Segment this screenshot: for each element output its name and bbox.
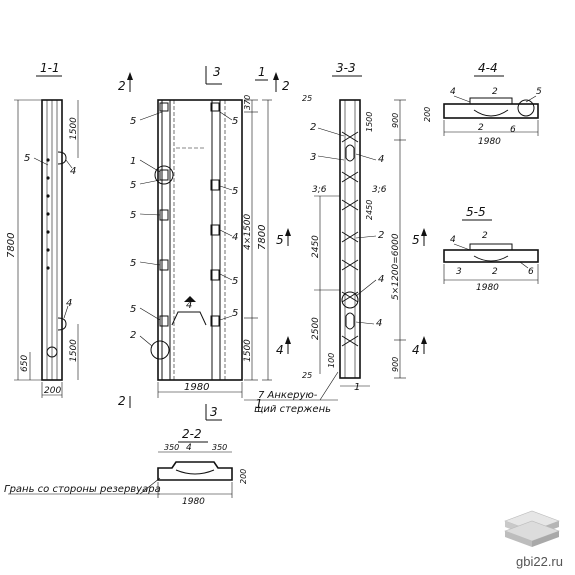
- dim-1980-s44: 1980: [478, 137, 501, 147]
- callout-2-s33-mid: 2: [378, 230, 384, 241]
- cut-mark-2-bottom: 2: [118, 394, 126, 408]
- cut-mark-4-right: 4: [412, 343, 420, 357]
- section-4-4-title: 4-4: [478, 61, 498, 75]
- anchor-note-line2: щий стержень: [254, 404, 331, 415]
- dim-1500-bottom: 1500: [69, 339, 79, 362]
- callout-4-s11-bottom: 4: [66, 298, 72, 309]
- cut-mark-2-top: 2: [118, 79, 126, 93]
- callout-3-s33: 3: [310, 152, 316, 163]
- callout-6-s55: 6: [528, 267, 534, 277]
- callout-2-s44-bottom: 2: [478, 123, 484, 133]
- callout-5-elev-r2: 5: [232, 186, 238, 197]
- cut-mark-3-bottom: 3: [210, 405, 218, 419]
- callout-5-elev-1: 5: [130, 116, 136, 127]
- dim-1980-elev: 1980: [184, 382, 209, 393]
- section-2-2-title: 2-2: [182, 427, 202, 441]
- cut-mark-4-left: 4: [276, 343, 284, 357]
- callout-4-s22: 4: [186, 443, 192, 453]
- callout-36-left: 3;6: [312, 185, 327, 195]
- callout-5-elev-r3: 5: [232, 276, 238, 287]
- callout-4-s44: 4: [450, 87, 456, 97]
- section-1-1: 1-1 7800 650 1500 1500: [6, 61, 79, 398]
- dim-25-top: 25: [302, 94, 312, 103]
- callout-2-s44-top: 2: [492, 87, 498, 97]
- dim-200-s22: 200: [239, 469, 248, 484]
- callout-6-s44: 6: [510, 125, 516, 135]
- callout-4-s11-top: 4: [70, 166, 76, 177]
- dim-1500-elev: 1500: [243, 339, 253, 362]
- main-elevation: 2 3 1 2: [118, 65, 339, 421]
- cut-mark-2-top-right: 2: [282, 79, 290, 93]
- callout-2-s33: 2: [310, 122, 316, 133]
- dim-100: 100: [327, 353, 336, 368]
- callout-1-s33: 1: [354, 382, 360, 393]
- dim-7800-elev: 7800: [257, 225, 268, 250]
- dim-1980-s55: 1980: [476, 283, 499, 293]
- callout-5-elev-4: 5: [130, 258, 136, 269]
- callout-2-s55-top: 2: [482, 231, 488, 241]
- callout-5-s44: 5: [536, 87, 542, 97]
- callout-4-s33-mid: 4: [378, 274, 384, 285]
- callout-5-elev-2: 5: [130, 180, 136, 191]
- dim-1980-s22: 1980: [182, 497, 205, 507]
- callout-5-elev-5: 5: [130, 304, 136, 315]
- dim-370: 370: [243, 95, 252, 110]
- callout-3-s55: 3: [456, 267, 462, 277]
- dim-200-bottom: 200: [44, 386, 61, 396]
- cut-mark-3-top: 3: [213, 65, 221, 79]
- dim-4x1500: 4×1500: [243, 214, 253, 250]
- callout-1-elev: 1: [130, 156, 136, 167]
- callout-4-elev-r: 4: [232, 232, 238, 243]
- section-2-2: 2-2 350 350 4 1980 200 Грань со стороны …: [4, 427, 248, 507]
- callout-5-elev-r4: 5: [232, 308, 238, 319]
- dim-5x1200: 5×1200=6000: [391, 233, 401, 300]
- section-1-1-title: 1-1: [40, 61, 60, 75]
- dim-2450-right: 2450: [365, 200, 374, 220]
- dim-1500-top: 1500: [69, 117, 79, 140]
- callout-2-elev: 2: [130, 330, 136, 341]
- dim-650: 650: [20, 355, 30, 372]
- section-4-4: 4-4 1980 200 4 2 2 6 5: [423, 61, 542, 147]
- callout-36-right: 3;6: [372, 185, 387, 195]
- brand-logo-icon: [504, 510, 560, 547]
- dim-200-s44: 200: [423, 107, 432, 122]
- dim-25-bottom: 25: [302, 371, 312, 380]
- dim-900-top: 900: [391, 113, 400, 128]
- callout-5-elev-3: 5: [130, 210, 136, 221]
- dim-2500: 2500: [311, 317, 321, 340]
- cut-mark-5-left: 5: [276, 233, 284, 247]
- brand-site-link[interactable]: gbi22.ru: [516, 554, 563, 569]
- dim-2450-left: 2450: [311, 235, 321, 258]
- callout-5-elev-r1: 5: [232, 116, 238, 127]
- section-5-5: 5-5 1980 4 2 3 2 6: [443, 205, 539, 293]
- cut-mark-1-bottom: 1: [255, 397, 263, 411]
- callout-2-s55-bottom: 2: [492, 267, 498, 277]
- dim-350-right: 350: [212, 443, 227, 452]
- reservoir-side-note: Грань со стороны резервуара: [4, 484, 161, 495]
- callout-4-s55: 4: [450, 235, 456, 245]
- anchor-note-line1: 7 Анкерую-: [258, 390, 318, 401]
- section-3-3-title: 3-3: [336, 61, 356, 75]
- dim-350-left: 350: [164, 443, 179, 452]
- cut-mark-5-right: 5: [412, 233, 420, 247]
- callout-4-elev-mid: 4: [186, 300, 192, 311]
- callout-5-s11: 5: [24, 153, 30, 164]
- callout-4-s33-top: 4: [378, 154, 384, 165]
- dim-900-bottom: 900: [391, 357, 400, 372]
- callout-4-s33-bottom: 4: [376, 318, 382, 329]
- dim-7800-left: 7800: [6, 233, 17, 258]
- section-3-3: 3-3 25 2450 2500 100 25: [276, 61, 427, 393]
- dim-1500-s33: 1500: [365, 112, 374, 132]
- section-5-5-title: 5-5: [466, 205, 486, 219]
- cut-mark-1-top: 1: [258, 65, 266, 79]
